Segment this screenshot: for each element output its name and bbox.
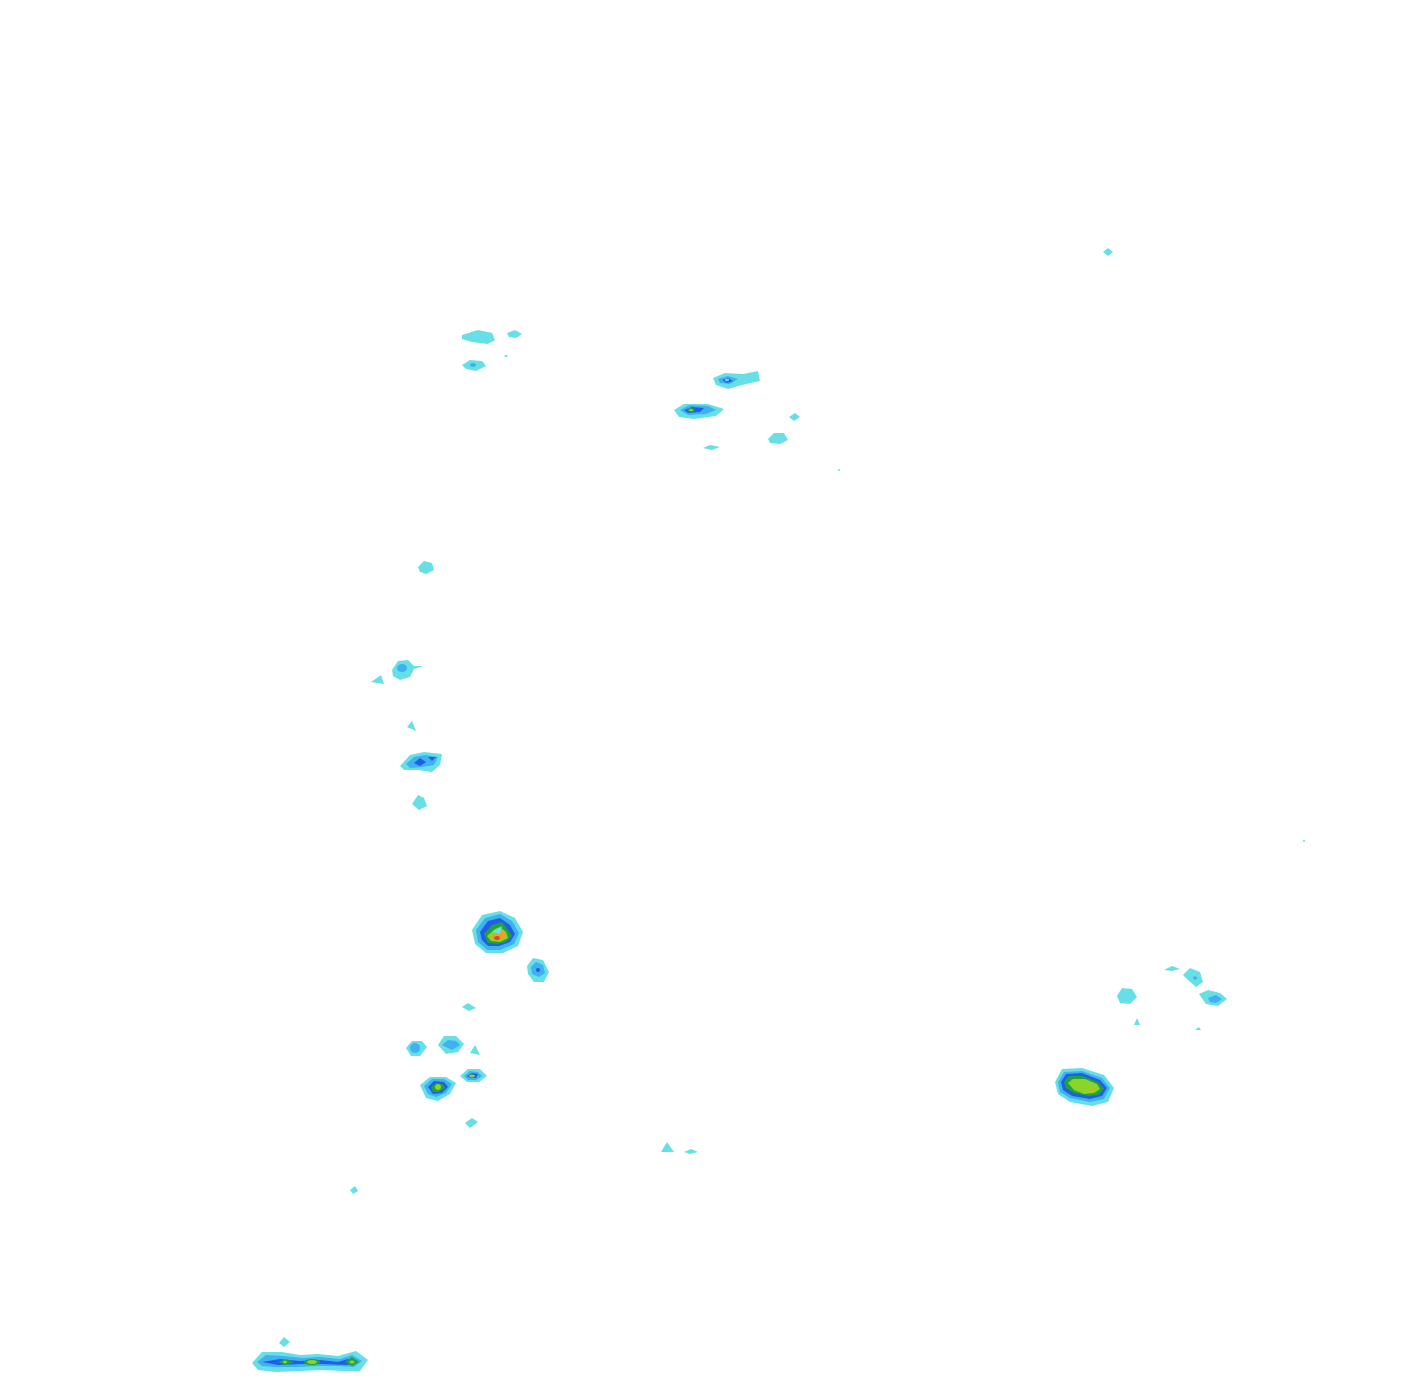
- echo-cell: [418, 561, 434, 574]
- echo-cell: [504, 355, 508, 357]
- echo-cell: [1103, 248, 1113, 256]
- echo-cell: [392, 660, 423, 680]
- echo-cell: [371, 675, 384, 684]
- echo-cell: [684, 1149, 698, 1154]
- echo-cell: [472, 911, 523, 953]
- echo-cell: [1055, 1068, 1114, 1106]
- echo-cell: [462, 330, 495, 344]
- echo-cell: [713, 371, 760, 389]
- echo-cell: [1117, 988, 1137, 1004]
- echo-cell: [768, 433, 788, 444]
- echo-cell: [407, 721, 416, 731]
- echo-cell: [1303, 840, 1305, 842]
- echo-cell: [1183, 968, 1203, 987]
- echo-cell: [507, 330, 522, 338]
- echo-cell: [252, 1351, 368, 1372]
- echo-cell: [1195, 1027, 1201, 1030]
- echo-cell: [412, 795, 427, 810]
- echo-cell: [438, 1036, 464, 1054]
- echo-cell: [789, 413, 800, 421]
- echo-cell: [460, 1069, 487, 1082]
- echo-cell: [674, 404, 724, 419]
- echo-cell: [527, 958, 549, 982]
- echo-cell: [420, 1077, 456, 1101]
- echo-cell: [470, 1045, 480, 1055]
- echo-cell: [661, 1142, 674, 1152]
- echo-cell: [1134, 1018, 1140, 1025]
- echo-cell: [406, 1041, 427, 1056]
- echo-cell: [462, 1003, 476, 1011]
- echo-cell: [838, 469, 840, 471]
- echo-cell: [279, 1337, 290, 1347]
- echo-cell: [465, 1118, 478, 1128]
- echo-cell: [1164, 966, 1180, 971]
- echo-cell: [350, 1186, 358, 1194]
- echo-cell: [400, 752, 442, 772]
- echo-cell: [1199, 990, 1227, 1006]
- echo-cell: [462, 360, 486, 371]
- echo-cell: [703, 445, 720, 450]
